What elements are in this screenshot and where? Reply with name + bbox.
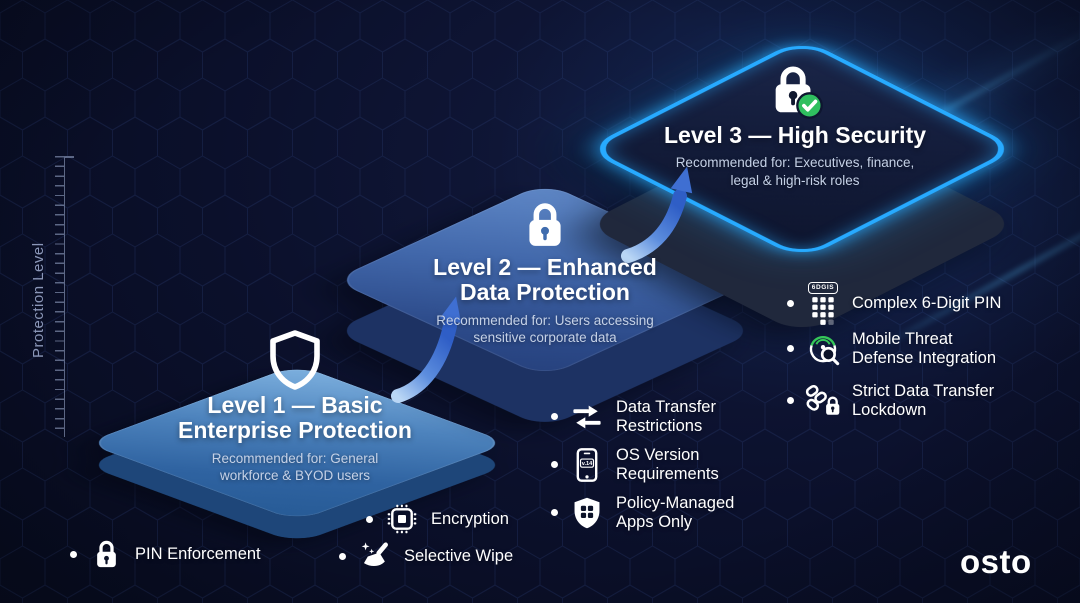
bullet-dot xyxy=(787,397,794,405)
padlock-icon xyxy=(88,538,124,571)
level1-heading: Level 1 — Basic Enterprise Protection Re… xyxy=(145,330,445,485)
protection-level-axis xyxy=(55,156,74,437)
feature-label: OS Version xyxy=(616,446,700,464)
bullet-dot xyxy=(366,515,373,523)
padlock-icon xyxy=(395,200,695,252)
level3-subtitle: Recommended for: Executives, finance, le… xyxy=(640,154,950,190)
level1-title: Level 1 — Basic Enterprise Protection xyxy=(145,392,445,444)
pin-digits-badge: 6DGIS xyxy=(807,282,839,294)
level2-subtitle: Recommended for: Users accessing sensiti… xyxy=(395,312,695,348)
level2-title-line2: Data Protection xyxy=(460,279,630,306)
level2-title-line1: Level 2 — Enhanced xyxy=(433,254,657,280)
level3-subtitle-line1: Recommended for: Executives, finance, xyxy=(675,155,915,171)
feature-label: Apps Only xyxy=(616,512,693,531)
level3-subtitle-line2: legal & high-risk roles xyxy=(730,173,860,189)
bullet-dot xyxy=(787,300,794,308)
feature-label: Mobile Threat xyxy=(852,330,953,348)
phone-os-icon: v.14 xyxy=(569,447,605,483)
bullet-dot xyxy=(70,551,77,558)
level2-subtitle-line1: Recommended for: Users accessing xyxy=(436,312,654,328)
level3-title: Level 3 — High Security xyxy=(640,122,950,148)
transfer-arrows-icon xyxy=(569,404,605,430)
shield-apps-icon xyxy=(569,496,605,530)
broom-icon xyxy=(357,540,393,573)
threat-scan-icon xyxy=(805,331,841,367)
feature-label: Complex 6-Digit PIN xyxy=(852,294,1002,313)
feature-label: Encryption xyxy=(431,509,509,528)
level3-title-line1: Level 3 — High Security xyxy=(663,122,927,148)
osto-logo: osto xyxy=(960,543,1032,580)
level1-title-line2: Enterprise Protection xyxy=(178,417,412,444)
level3-heading: Level 3 — High Security Recommended for:… xyxy=(640,62,950,190)
feature-label: Restrictions xyxy=(616,416,703,435)
bullet-dot xyxy=(551,509,558,517)
level2-title: Level 2 — Enhanced Data Protection xyxy=(395,254,695,306)
feature-label: Strict Data Transfer xyxy=(852,382,995,400)
level2-subtitle-line2: sensitive corporate data xyxy=(473,330,617,346)
feature-label: Data Transfer xyxy=(616,398,716,416)
feature-label: Defense Integration xyxy=(852,348,997,367)
bullet-dot xyxy=(339,553,346,560)
feature-pin-enforcement: PIN Enforcement xyxy=(70,538,261,571)
bullet-dot xyxy=(551,461,558,469)
level1-subtitle-line1: Recommended for: General xyxy=(211,450,379,466)
level1-subtitle-line2: workforce & BYOD users xyxy=(219,468,371,484)
feature-label: PIN Enforcement xyxy=(135,545,261,564)
padlock-check-icon xyxy=(640,62,950,120)
feature-label: Requirements xyxy=(616,464,719,483)
axis-label: Protection Level xyxy=(30,242,47,358)
feature-label: Lockdown xyxy=(852,400,927,419)
feature-selective-wipe: Selective Wipe xyxy=(339,540,513,573)
chain-lock-icon xyxy=(805,383,841,419)
feature-label: Selective Wipe xyxy=(404,547,514,566)
keypad-icon: 6DGIS xyxy=(805,282,841,326)
level2-heading: Level 2 — Enhanced Data Protection Recom… xyxy=(395,200,695,347)
feature-complex-pin: 6DGIS Complex 6-Digit PIN xyxy=(787,282,1001,326)
feature-label: Policy-Managed xyxy=(616,494,735,512)
os-version-badge: v.14 xyxy=(582,461,593,467)
cpu-chip-icon xyxy=(384,503,420,535)
level1-title-line1: Level 1 — Basic xyxy=(207,392,383,418)
feature-encryption: Encryption xyxy=(366,503,509,535)
level1-subtitle: Recommended for: General workforce & BYO… xyxy=(145,450,445,486)
bullet-dot xyxy=(551,413,558,421)
bullet-dot xyxy=(787,345,794,353)
